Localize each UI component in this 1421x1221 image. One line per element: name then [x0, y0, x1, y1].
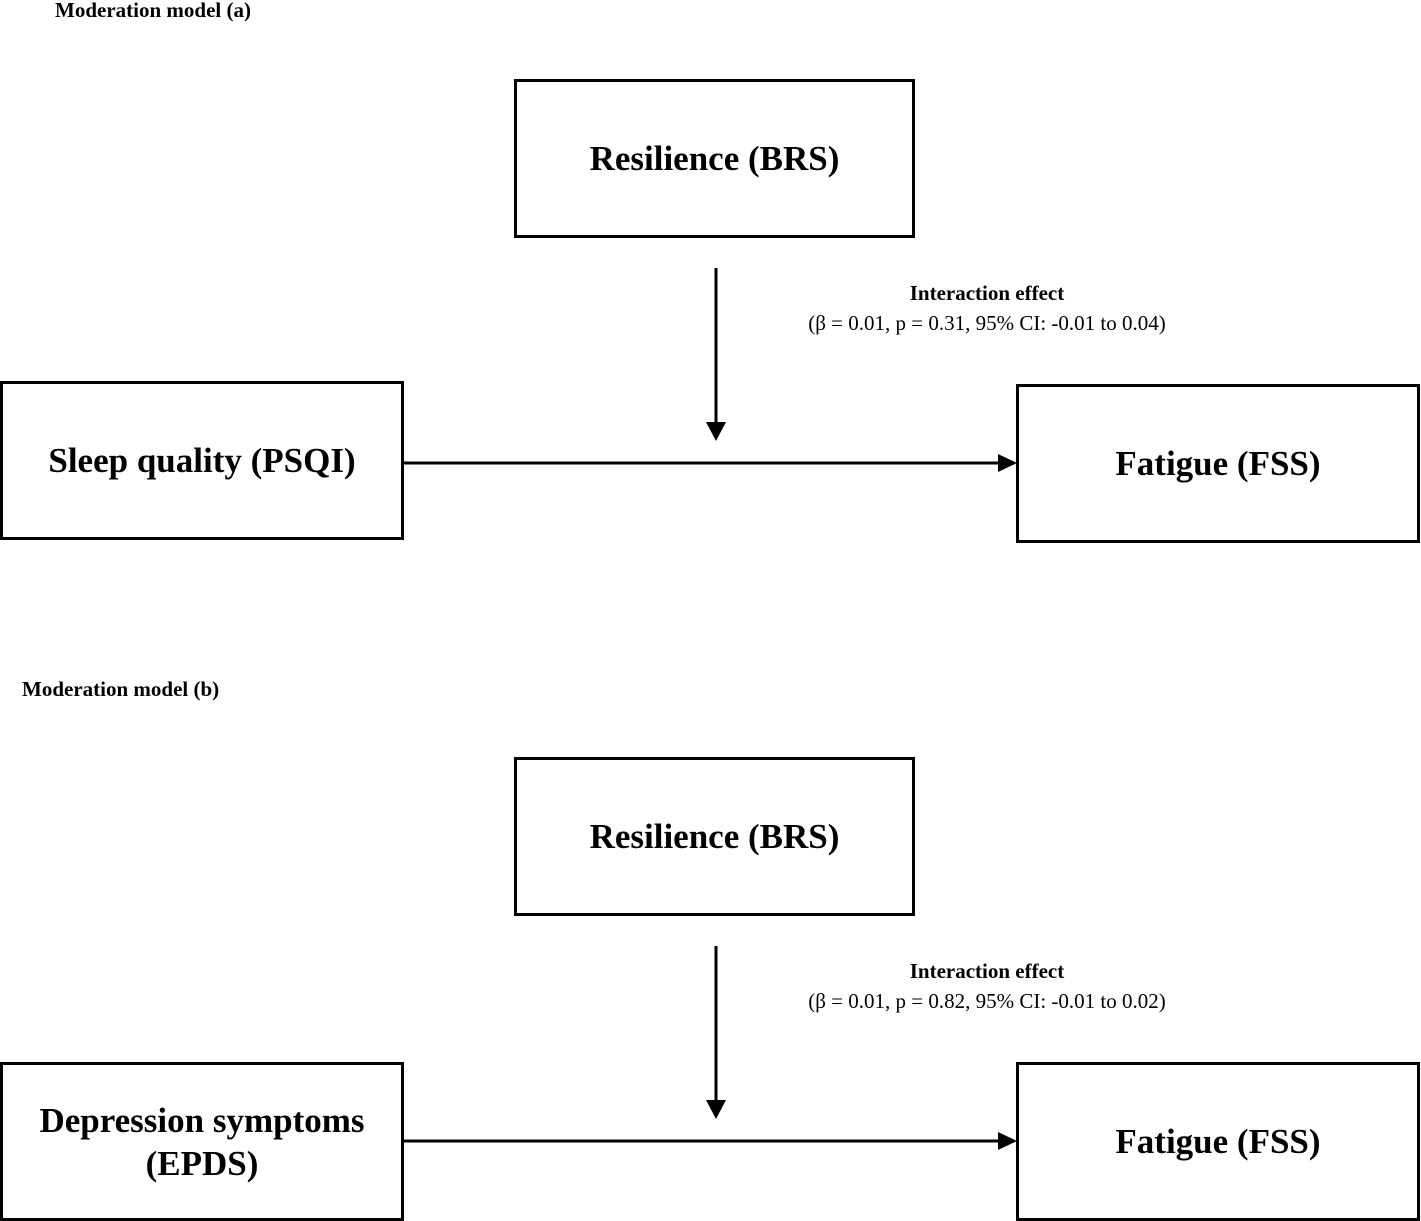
model-a-interaction-effect: Interaction effect (β = 0.01, p = 0.31, … [780, 278, 1194, 338]
model-b-outcome-label: Fatigue (FSS) [1115, 1122, 1321, 1161]
model-a-effect-title: Interaction effect [909, 281, 1065, 305]
model-b-outcome-box: Fatigue (FSS) [1016, 1062, 1420, 1221]
model-a-outcome-box: Fatigue (FSS) [1016, 384, 1420, 543]
model-a-outcome-label: Fatigue (FSS) [1115, 444, 1321, 483]
model-b-predictor-line-1: Depression symptoms [39, 1100, 365, 1140]
model-b-moderator-label: Resilience (BRS) [589, 817, 840, 856]
model-a-moderator-arrowhead [706, 422, 726, 441]
model-b-interaction-effect: Interaction effect (β = 0.01, p = 0.82, … [780, 956, 1194, 1016]
model-a-moderator-box: Resilience (BRS) [514, 79, 915, 238]
model-a-main-arrowhead [998, 454, 1017, 472]
model-b-effect-stats: (β = 0.01, p = 0.82, 95% CI: -0.01 to 0.… [808, 989, 1166, 1013]
model-b-moderator-box: Resilience (BRS) [514, 757, 915, 916]
model-b-moderator-arrowhead [706, 1100, 726, 1119]
model-a-predictor-box: Sleep quality (PSQI) [0, 381, 404, 540]
model-a-moderator-label: Resilience (BRS) [589, 139, 840, 178]
model-b-predictor-line-2: (EPDS) [145, 1143, 259, 1183]
model-a-predictor-line-1: Sleep quality (PSQI) [48, 441, 356, 480]
model-a-effect-stats: (β = 0.01, p = 0.31, 95% CI: -0.01 to 0.… [808, 311, 1166, 335]
model-b-title: Moderation model (b) [22, 677, 220, 701]
model-a-title: Moderation model (a) [55, 0, 251, 22]
model-b-predictor-box: Depression symptoms (EPDS) [0, 1062, 404, 1221]
model-b-main-arrowhead [998, 1132, 1017, 1150]
model-b-effect-title: Interaction effect [909, 959, 1065, 983]
model-b-predictor-label: Depression symptoms (EPDS) [39, 1099, 364, 1185]
model-a-predictor-label: Sleep quality (PSQI) [48, 439, 355, 482]
